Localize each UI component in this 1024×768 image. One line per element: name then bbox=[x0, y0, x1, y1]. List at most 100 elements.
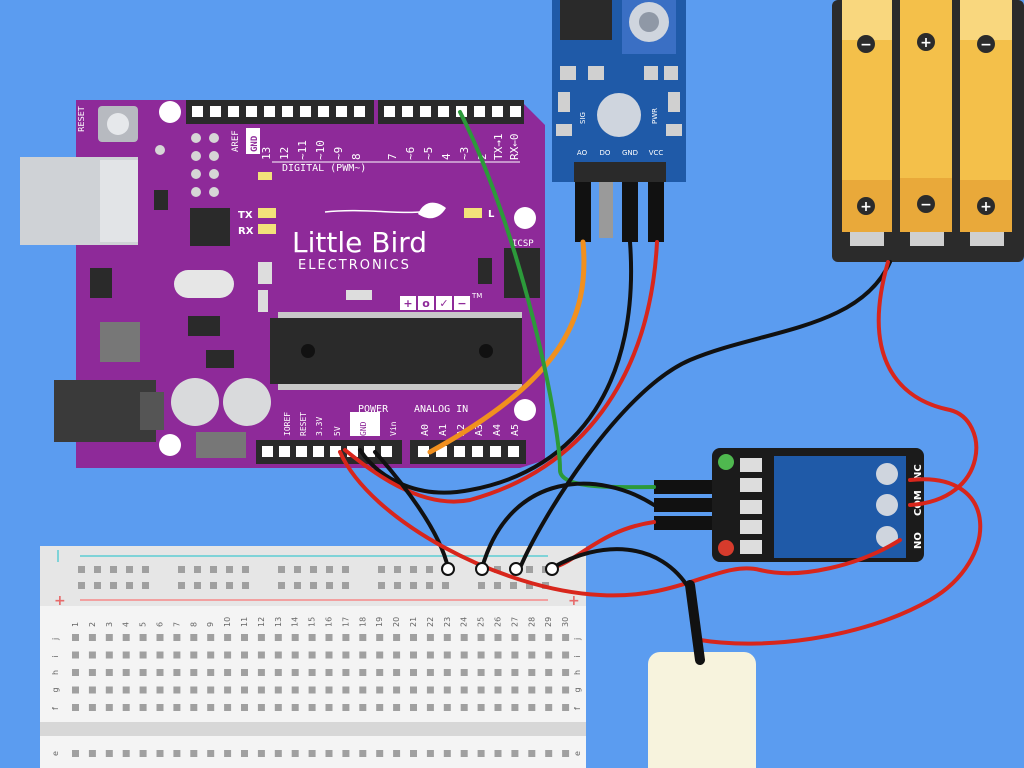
breadboard-hole bbox=[88, 669, 96, 676]
breadboard-hole bbox=[426, 704, 434, 711]
breadboard-hole bbox=[224, 651, 232, 659]
mounting-hole bbox=[159, 434, 181, 456]
column-label: 25 bbox=[477, 617, 486, 627]
digital-pin-label: 13 bbox=[260, 147, 273, 160]
wire-black bbox=[373, 450, 450, 570]
breadboard-hole bbox=[241, 634, 248, 641]
digital-pin-label: TX→1 bbox=[492, 134, 505, 161]
column-label: 19 bbox=[375, 617, 384, 627]
digital-header bbox=[186, 100, 524, 124]
breadboard-hole bbox=[291, 750, 299, 757]
breadboard-hole bbox=[72, 651, 79, 659]
breadboard-hole bbox=[511, 750, 519, 757]
breadboard-hole bbox=[359, 686, 367, 694]
row-label: h bbox=[51, 670, 60, 675]
breadboard-hole bbox=[72, 750, 79, 757]
column-label: 4 bbox=[122, 622, 131, 627]
svg-text:o: o bbox=[422, 297, 430, 310]
breadboard-hole bbox=[477, 750, 485, 757]
header-hole bbox=[282, 106, 293, 117]
battery-terminal-label: − bbox=[980, 37, 992, 53]
breadboard-hole bbox=[88, 634, 96, 641]
breadboard-hole bbox=[308, 669, 316, 676]
breadboard-hole bbox=[88, 704, 96, 711]
breadboard-hole bbox=[257, 686, 265, 694]
rail-hole bbox=[378, 582, 385, 589]
breadboard-hole bbox=[207, 704, 215, 711]
breadboard-hole bbox=[105, 704, 113, 711]
breadboard-hole bbox=[460, 669, 468, 676]
wire-orange bbox=[427, 239, 587, 455]
breadboard-hole bbox=[342, 651, 350, 659]
breadboard-hole bbox=[308, 750, 316, 757]
sensor-pin-label: GND bbox=[622, 149, 638, 157]
breadboard-hole bbox=[325, 634, 333, 641]
rail-hole bbox=[94, 582, 101, 589]
screw-icon bbox=[876, 463, 898, 485]
header-hole bbox=[492, 106, 503, 117]
row-label: e bbox=[573, 751, 582, 756]
header-hole bbox=[279, 446, 290, 457]
digital-label: DIGITAL (PWM~) bbox=[282, 163, 366, 174]
rail-hole bbox=[478, 582, 485, 589]
battery-terminal-label: + bbox=[980, 199, 992, 215]
header-hole bbox=[490, 446, 501, 457]
breadboard-hole bbox=[393, 750, 401, 757]
column-label: 5 bbox=[139, 622, 148, 627]
breadboard-hole bbox=[393, 651, 401, 659]
breadboard-hole bbox=[291, 686, 299, 694]
power-pin-label: IOREF bbox=[283, 412, 292, 436]
header-hole bbox=[300, 106, 311, 117]
breadboard-hole bbox=[156, 669, 164, 676]
rail-hole bbox=[178, 582, 185, 589]
led-rx bbox=[258, 224, 276, 234]
load-cable bbox=[685, 580, 705, 665]
analog-pin-label: A4 bbox=[492, 424, 503, 436]
breadboard-hole bbox=[224, 669, 232, 676]
digital-pin-label: RX←0 bbox=[508, 134, 521, 161]
mounting-hole bbox=[514, 207, 536, 229]
breadboard-hole bbox=[105, 669, 113, 676]
breadboard-hole bbox=[545, 651, 553, 659]
wire-black bbox=[518, 260, 892, 570]
brand-logo: Little Bird ELECTRONICS bbox=[292, 202, 446, 273]
rail-hole bbox=[242, 566, 249, 573]
column-label: 8 bbox=[189, 622, 198, 627]
rail-hole bbox=[278, 566, 285, 573]
rail-hole bbox=[394, 582, 401, 589]
header-hole bbox=[364, 446, 375, 457]
breadboard-hole bbox=[241, 651, 248, 659]
rail-hole bbox=[410, 582, 417, 589]
breadboard-hole bbox=[173, 704, 181, 711]
relay-cube bbox=[774, 456, 864, 558]
wire-red bbox=[338, 450, 902, 598]
breadboard-hole bbox=[443, 750, 451, 757]
breadboard-hole bbox=[308, 651, 316, 659]
breadboard-hole bbox=[393, 669, 401, 676]
breadboard-hole bbox=[88, 750, 96, 757]
rail-hole bbox=[510, 582, 517, 589]
breadboard-hole bbox=[257, 750, 265, 757]
relay-led-green bbox=[718, 454, 734, 470]
rail-hole bbox=[226, 566, 233, 573]
battery-cell: − + bbox=[960, 0, 1012, 246]
breadboard-hole bbox=[139, 686, 147, 694]
breadboard-hole bbox=[173, 686, 181, 694]
digital-pin-label: ~6 bbox=[404, 147, 417, 160]
breadboard-hole bbox=[426, 750, 434, 757]
capacitor bbox=[171, 378, 219, 426]
header-hole bbox=[246, 106, 257, 117]
analog-pin-label: A1 bbox=[438, 424, 449, 436]
battery-terminal-label: + bbox=[920, 35, 932, 51]
breadboard-hole bbox=[207, 634, 215, 641]
breadboard-hole bbox=[511, 669, 519, 676]
breadboard-hole bbox=[511, 634, 519, 641]
breadboard-hole bbox=[224, 704, 232, 711]
breadboard-hole bbox=[342, 669, 350, 676]
breadboard-hole bbox=[139, 669, 147, 676]
brand-name: Little Bird bbox=[292, 226, 427, 259]
breadboard-hole bbox=[511, 686, 519, 694]
breadboard-hole bbox=[376, 750, 384, 757]
breadboard-hole bbox=[460, 750, 468, 757]
